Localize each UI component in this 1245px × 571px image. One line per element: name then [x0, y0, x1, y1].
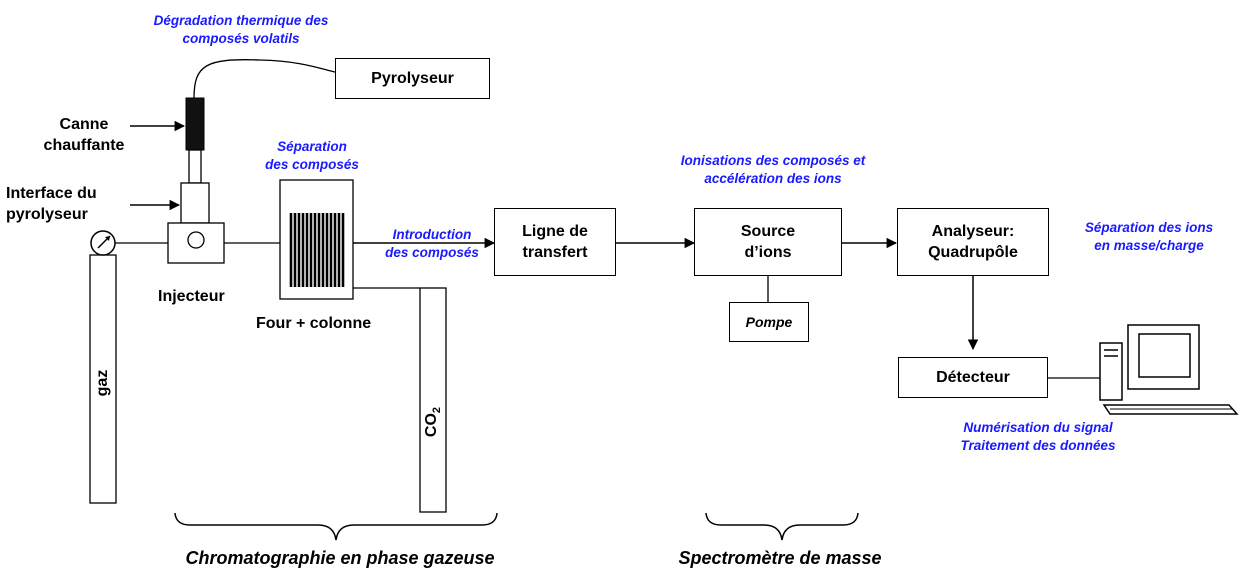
- oven-column-label: Four + colonne: [256, 315, 372, 332]
- ion-source-label: Source d’ions: [740, 223, 796, 261]
- annotation-ion-separation: Séparation des ions en masse/charge: [1084, 220, 1214, 253]
- annotation-introduction: Introduction des composés: [385, 227, 479, 260]
- annotation-ionisation: Ionisations des composés et accélération…: [680, 153, 866, 186]
- injector-label: Injecteur: [158, 288, 225, 305]
- heated-rod: [185, 97, 205, 151]
- detector-box: Détecteur: [898, 357, 1048, 398]
- column-coil: [289, 213, 345, 287]
- co2-label: CO2: [423, 407, 443, 437]
- co2-subscript: 2: [431, 406, 444, 414]
- pump-label: Pompe: [745, 313, 793, 330]
- section-ms-title: Spectromètre de masse: [678, 548, 882, 568]
- heated-rod-label: Canne chauffante: [43, 116, 125, 154]
- pyrolyser-interface-box: [180, 182, 210, 224]
- analyser-label: Analyseur: Quadrupôle: [928, 223, 1018, 261]
- detector-label: Détecteur: [936, 369, 1010, 386]
- annotation-digitisation: Numérisation du signal Traitement des do…: [960, 420, 1116, 453]
- gas-label: gaz: [94, 369, 111, 397]
- injector-port: [187, 231, 205, 249]
- computer-icon: [1099, 324, 1239, 415]
- annotation-compound-separation: Séparation des composés: [265, 139, 359, 172]
- annotation-thermal-degradation: Dégradation thermique des composés volat…: [153, 13, 329, 46]
- ion-source-box: Source d’ions: [694, 208, 842, 276]
- transfer-line-label: Ligne de transfert: [522, 223, 588, 261]
- transfer-line-box: Ligne de transfert: [494, 208, 616, 276]
- co2-cylinder: [419, 287, 447, 513]
- pyrolyser-label: Pyrolyseur: [371, 70, 454, 87]
- gc-brace: [174, 512, 498, 541]
- pump-box: Pompe: [729, 302, 809, 342]
- section-gc-title: Chromatographie en phase gazeuse: [185, 548, 495, 568]
- co2-text: CO: [422, 413, 440, 438]
- ms-brace: [705, 512, 859, 541]
- analyser-box: Analyseur: Quadrupôle: [897, 208, 1049, 276]
- pyrolyser-interface-label: Interface du pyrolyseur: [6, 185, 97, 223]
- pyrolyser-cable: [193, 59, 336, 99]
- pyrolyser-box: Pyrolyseur: [335, 58, 490, 99]
